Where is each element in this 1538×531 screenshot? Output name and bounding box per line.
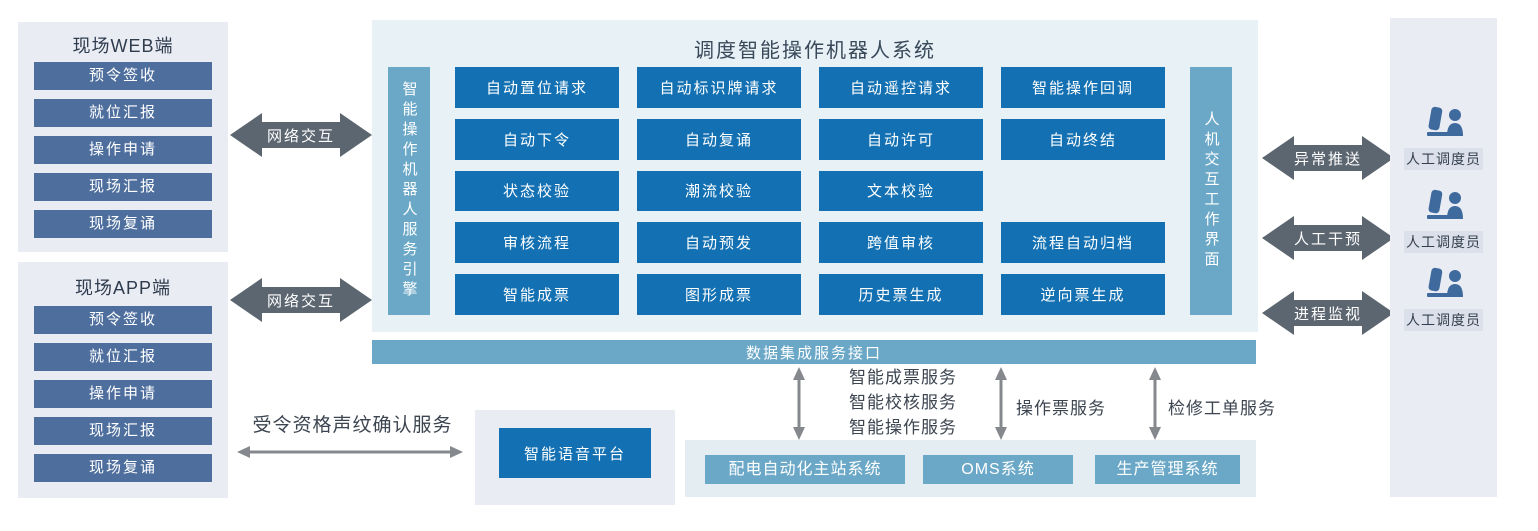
module-cross-shift-review: 跨值审核 — [819, 222, 983, 264]
process-monitor-label: 进程监视 — [1294, 300, 1363, 326]
manual-intervention-label: 人工干预 — [1294, 225, 1363, 251]
module-smart-ticket: 智能成票 — [455, 274, 619, 315]
web-item-preorder-sign: 预令签收 — [34, 62, 212, 90]
maintenance-order-service-label: 检修工单服务 — [1168, 399, 1276, 418]
dispatcher-panel: 人工调度员 人工调度员 人工调度 — [1390, 18, 1497, 497]
ticket-service-arrow-icon — [793, 367, 805, 440]
arrow-head-left-icon — [1262, 136, 1294, 180]
maintenance-order-arrow-icon — [1149, 367, 1161, 440]
hmi-vertical-bar: 人机交互工作界面 — [1190, 67, 1232, 315]
engine-vertical-bar: 智能操作机器人服务引擎 — [388, 67, 430, 315]
arrow-head-right-icon — [340, 278, 372, 322]
exception-push-arrow: 异常推送 — [1262, 136, 1395, 180]
network-arrow-label: 网络交互 — [262, 287, 340, 313]
smart-check-service-line: 智能校核服务 — [849, 393, 957, 412]
app-item-operation-apply: 操作申请 — [34, 380, 212, 408]
web-item-site-repeat: 现场复诵 — [34, 210, 212, 238]
field-app-title: 现场APP端 — [74, 278, 172, 298]
distribution-automation-system-box: 配电自动化主站系统 — [705, 455, 905, 484]
web-item-site-report: 现场汇报 — [34, 173, 212, 201]
field-web-title: 现场WEB端 — [72, 36, 174, 56]
module-auto-archive: 流程自动归档 — [1001, 222, 1165, 264]
arrow-head-left-icon — [1262, 291, 1294, 335]
arrow-head-right-icon — [1362, 136, 1395, 180]
network-arrow-label: 网络交互 — [262, 122, 340, 148]
arrow-head-left-icon — [230, 278, 262, 322]
module-auto-remote-request: 自动遥控请求 — [819, 67, 983, 108]
dispatcher-unit: 人工调度员 — [1390, 188, 1497, 253]
robot-system-panel: 调度智能操作机器人系统 智能操作机器人服务引擎 人机交互工作界面 自动置位请求 … — [372, 20, 1258, 332]
voice-platform-panel: 智能语音平台 — [475, 410, 675, 505]
voiceprint-double-arrow-icon — [237, 446, 463, 458]
module-smart-operation-callback: 智能操作回调 — [1001, 67, 1165, 108]
process-monitor-arrow: 进程监视 — [1262, 291, 1395, 335]
module-auto-command: 自动下令 — [455, 118, 619, 160]
network-arrow-app: 网络交互 — [230, 278, 372, 322]
app-item-preorder-sign: 预令签收 — [34, 306, 212, 334]
dispatcher-label: 人工调度员 — [1404, 231, 1483, 253]
arrow-head-left-icon — [230, 113, 262, 157]
manual-intervention-arrow: 人工干预 — [1262, 216, 1395, 260]
dispatcher-label: 人工调度员 — [1404, 309, 1483, 331]
smart-services-label: 智能成票服务 智能校核服务 智能操作服务 — [849, 365, 957, 440]
oms-system-box: OMS系统 — [923, 455, 1073, 484]
web-item-operation-apply: 操作申请 — [34, 136, 212, 164]
exception-push-label: 异常推送 — [1294, 145, 1363, 171]
dispatcher-icon — [1426, 267, 1463, 297]
app-item-inplace-report: 就位汇报 — [34, 343, 212, 371]
app-item-site-repeat: 现场复诵 — [34, 454, 212, 482]
operation-ticket-arrow-icon — [995, 367, 1007, 440]
external-systems-panel: 配电自动化主站系统 OMS系统 生产管理系统 — [685, 440, 1256, 497]
dispatcher-unit: 人工调度员 — [1390, 105, 1497, 170]
module-powerflow-check: 潮流校验 — [637, 170, 801, 212]
arrow-head-right-icon — [1362, 216, 1395, 260]
dispatcher-label: 人工调度员 — [1404, 148, 1483, 170]
arrow-head-left-icon — [1262, 216, 1294, 260]
arrow-head-right-icon — [340, 113, 372, 157]
module-auto-tag-request: 自动标识牌请求 — [637, 67, 801, 108]
module-auto-terminate: 自动终结 — [1001, 118, 1165, 160]
module-status-check: 状态校验 — [455, 170, 619, 212]
smart-ticket-service-line: 智能成票服务 — [849, 368, 957, 387]
dispatcher-icon — [1426, 189, 1463, 219]
module-auto-preissue: 自动预发 — [637, 222, 801, 264]
field-web-panel: 现场WEB端 预令签收 就位汇报 操作申请 现场汇报 现场复诵 — [18, 22, 228, 252]
production-management-system-box: 生产管理系统 — [1095, 455, 1240, 484]
module-auto-permit: 自动许可 — [819, 118, 983, 160]
module-auto-repeat: 自动复诵 — [637, 118, 801, 160]
module-review-flow: 审核流程 — [455, 222, 619, 264]
module-reverse-ticket: 逆向票生成 — [1001, 274, 1165, 315]
module-graphic-ticket: 图形成票 — [637, 274, 801, 315]
operation-ticket-service-label: 操作票服务 — [1016, 399, 1106, 418]
smart-operation-service-line: 智能操作服务 — [849, 418, 957, 437]
field-app-panel: 现场APP端 预令签收 就位汇报 操作申请 现场汇报 现场复诵 — [18, 262, 228, 498]
data-integration-bar: 数据集成服务接口 — [372, 340, 1256, 364]
module-auto-position-request: 自动置位请求 — [455, 67, 619, 108]
network-arrow-web: 网络交互 — [230, 113, 372, 157]
arrow-head-right-icon — [1362, 291, 1395, 335]
dispatcher-unit: 人工调度员 — [1390, 266, 1497, 331]
robot-system-title: 调度智能操作机器人系统 — [694, 40, 936, 62]
module-history-ticket: 历史票生成 — [819, 274, 983, 315]
module-grid: 自动置位请求 自动标识牌请求 自动遥控请求 智能操作回调 自动下令 自动复诵 自… — [455, 67, 1165, 315]
voiceprint-service-label: 受令资格声纹确认服务 — [252, 415, 453, 436]
web-item-inplace-report: 就位汇报 — [34, 99, 212, 127]
app-item-site-report: 现场汇报 — [34, 417, 212, 445]
module-text-check: 文本校验 — [819, 170, 983, 212]
module-grid-empty-cell — [1001, 171, 1165, 212]
dispatcher-icon — [1426, 106, 1463, 136]
voice-platform-button: 智能语音平台 — [499, 428, 651, 478]
